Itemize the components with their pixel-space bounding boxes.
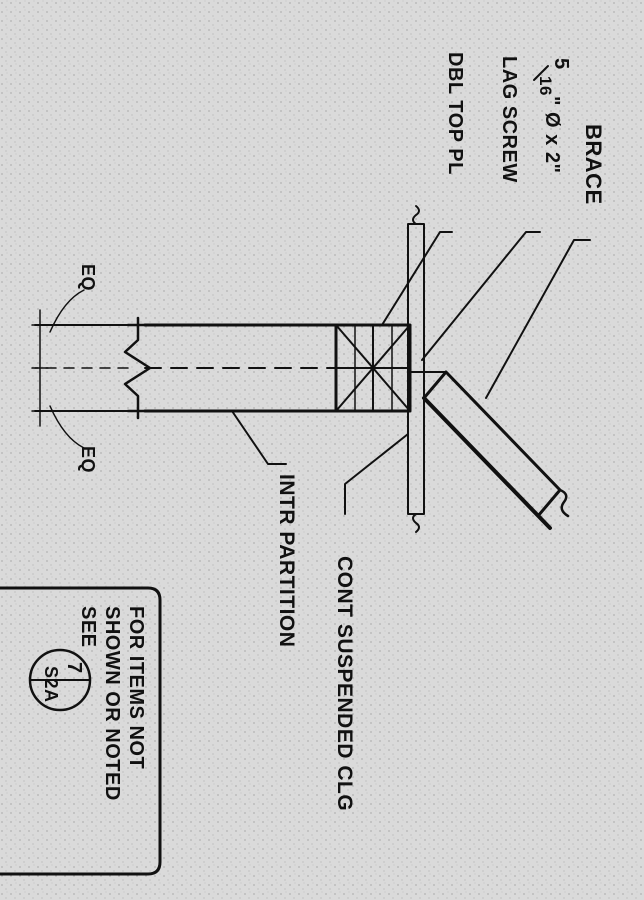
intr-partition-label: INTR PARTITION [275, 474, 298, 647]
brace-label: BRACE [581, 124, 606, 205]
note-line-3: SEE [77, 606, 99, 648]
eq-dimension [31, 289, 85, 449]
interior-partition [34, 316, 338, 420]
note-line-1: FOR ITEMS NOT [125, 606, 147, 769]
lag-screw-label: 5 16 " Ø x 2" LAG SCREW [498, 56, 572, 183]
sheet-number: S2A [41, 666, 61, 703]
double-top-plate [334, 323, 412, 413]
lag-screw-fraction-denominator: 16 [536, 76, 555, 96]
lag-screw-size: " Ø x 2" [541, 96, 563, 173]
note-line-2: SHOWN OR NOTED [101, 606, 123, 801]
brace [409, 370, 570, 530]
leaders [231, 231, 591, 515]
lag-screw-text: LAG SCREW [498, 56, 520, 183]
lag-screw-fraction-numerator: 5 [550, 58, 572, 70]
cont-suspended-clg-label: CONT SUSPENDED CLG [333, 556, 356, 811]
dbl-top-plate-label: DBL TOP PL [444, 52, 466, 175]
eq-label-right: EQ [78, 446, 98, 473]
reference-note: FOR ITEMS NOT SHOWN OR NOTED SEE 7 S2A [0, 586, 162, 876]
detail-number: 7 [63, 662, 85, 674]
detail-callout: 7 S2A [28, 648, 92, 712]
eq-label-left: EQ [78, 264, 98, 291]
